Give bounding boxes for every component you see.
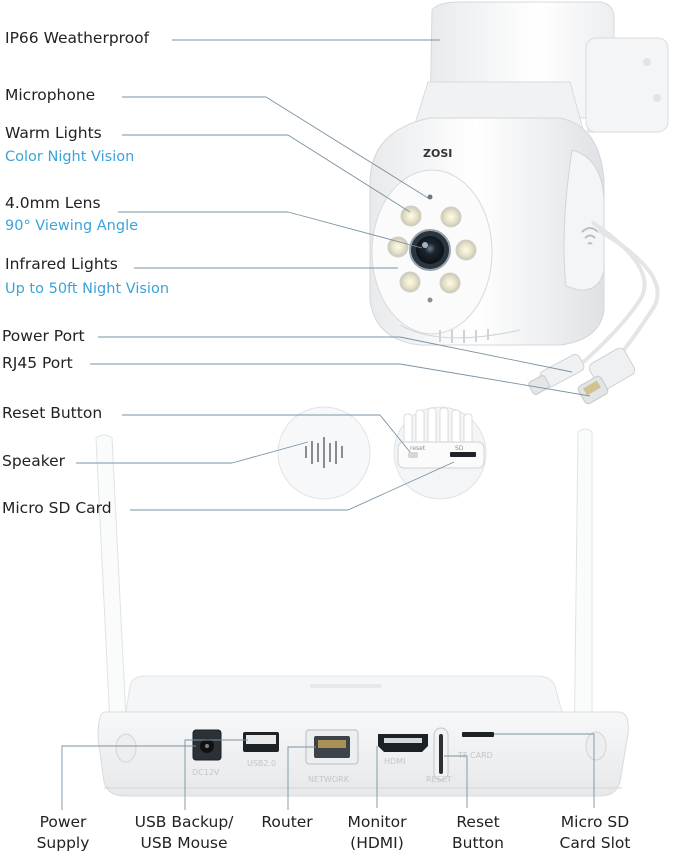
label-usb-backup: USB Backup/ USB Mouse bbox=[134, 813, 234, 852]
label-power-port: Power Port bbox=[2, 327, 85, 345]
hdmi-port-text: HDMI bbox=[384, 757, 405, 766]
label-infrared: Infrared Lights bbox=[5, 255, 118, 273]
label-reset-button: Reset Button bbox=[2, 404, 103, 422]
speaker-inset bbox=[277, 406, 371, 500]
dc-port-text: DC12V bbox=[192, 768, 220, 777]
label-warm-lights: Warm Lights bbox=[5, 124, 102, 142]
label-micro-sd-slot: Micro SD Card Slot bbox=[559, 813, 631, 852]
inset-reset-text: reset bbox=[410, 445, 426, 452]
network-port-text: NETWORK bbox=[308, 775, 350, 784]
leader-lines bbox=[61, 39, 595, 810]
usb-port-text: USB2.0 bbox=[247, 759, 276, 768]
label-lens: 4.0mm Lens bbox=[5, 194, 101, 212]
label-power-supply: Power Supply bbox=[36, 813, 90, 852]
camera-brand: ZOSI bbox=[423, 147, 452, 160]
reset-sd-inset: reset SD bbox=[393, 406, 487, 500]
rj45-connector bbox=[577, 347, 636, 405]
reset-port-text: RESET bbox=[426, 775, 452, 784]
label-monitor-hdmi: Monitor (HDMI) bbox=[347, 813, 407, 852]
tf-card-text: TF CARD bbox=[457, 751, 493, 760]
power-port-connector bbox=[528, 353, 585, 395]
label-lens-sub: 90° Viewing Angle bbox=[5, 218, 139, 234]
label-warm-lights-sub: Color Night Vision bbox=[5, 149, 135, 165]
inset-sd-text: SD bbox=[455, 445, 464, 452]
label-speaker: Speaker bbox=[2, 452, 66, 470]
label-reset-button-nvr: Reset Button bbox=[452, 813, 504, 852]
label-infrared-sub: Up to 50ft Night Vision bbox=[5, 281, 170, 297]
nvr: DC12V USB2.0 NETWORK HDMI RESET TF CARD bbox=[95, 428, 629, 797]
label-micro-sd-card: Micro SD Card bbox=[2, 499, 112, 517]
label-ip66: IP66 Weatherproof bbox=[5, 29, 150, 47]
label-router: Router bbox=[261, 813, 313, 831]
camera: ZOSI bbox=[369, 1, 669, 346]
label-microphone: Microphone bbox=[5, 86, 96, 104]
label-rj45-port: RJ45 Port bbox=[2, 354, 73, 372]
